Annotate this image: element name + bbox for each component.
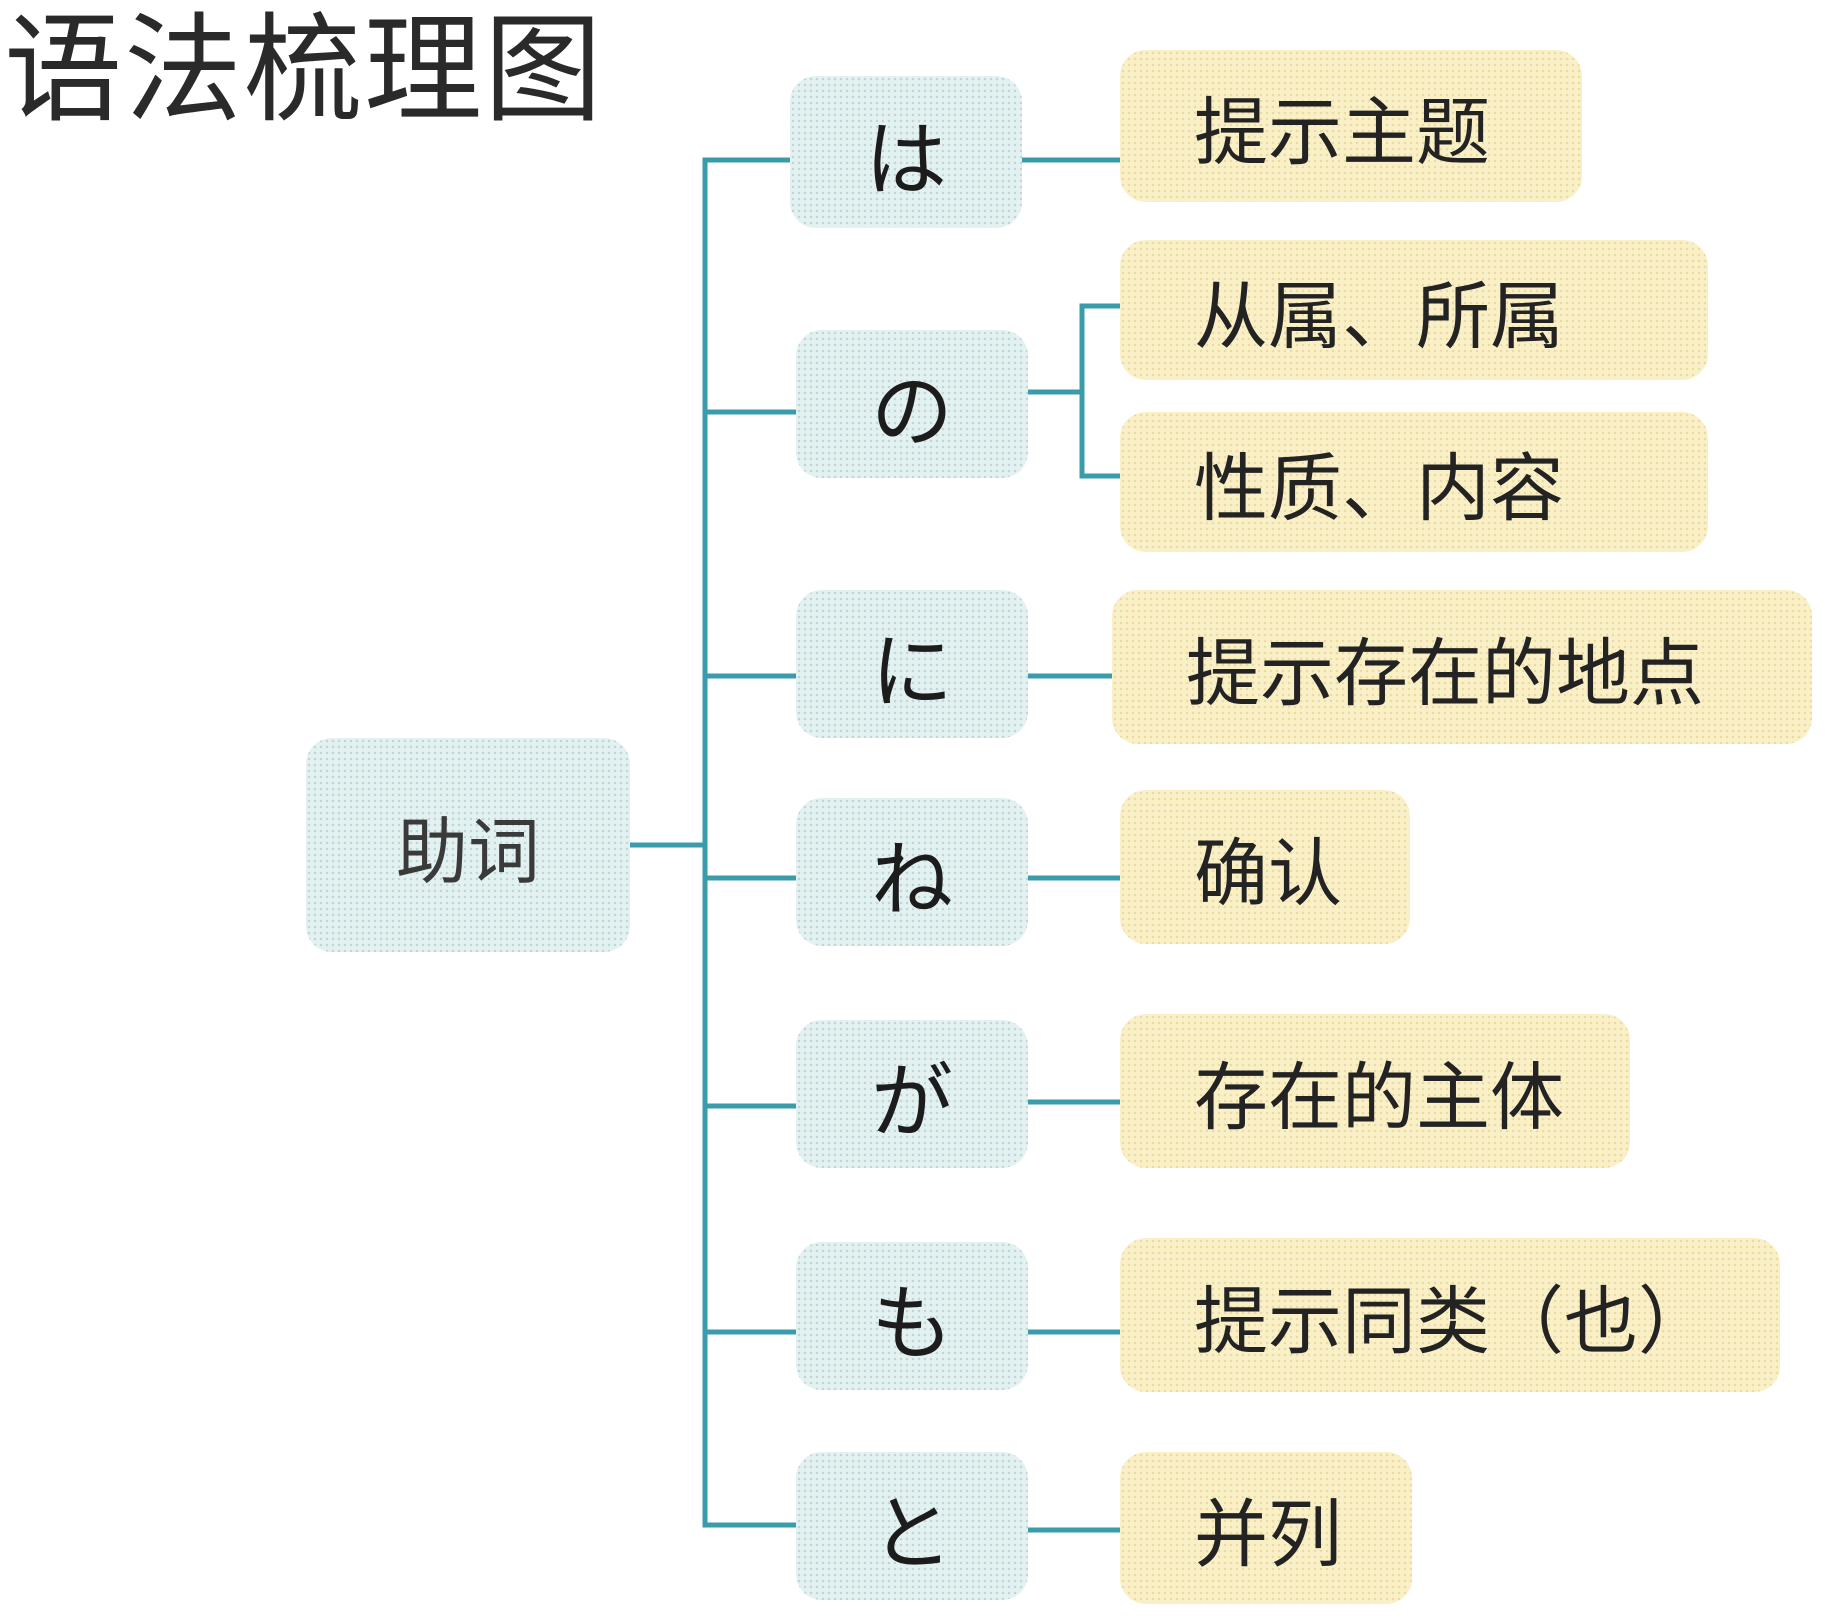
meaning-node-no-possession: 从属、所属 [1120,240,1708,380]
particle-label: の [870,364,953,460]
particle-node-ni: に [796,590,1028,738]
meaning-label: 从属、所属 [1194,273,1564,360]
meaning-label: 提示主题 [1194,89,1490,176]
particle-node-to: と [796,1452,1028,1600]
meaning-node-to: 并列 [1120,1452,1412,1604]
particle-label: と [870,1486,953,1582]
particle-node-ne: ね [796,798,1028,946]
root-node: 助词 [306,738,630,952]
meaning-node-no-property: 性质、内容 [1120,412,1708,552]
meaning-label: 确认 [1194,830,1342,917]
meaning-node-mo: 提示同类（也） [1120,1238,1780,1392]
meaning-label: 性质、内容 [1194,445,1564,532]
particle-label: も [870,1276,953,1372]
meaning-node-ga: 存在的主体 [1120,1014,1630,1168]
meaning-node-ni: 提示存在的地点 [1112,590,1812,744]
meaning-label: 提示同类（也） [1194,1278,1712,1365]
meaning-label: 存在的主体 [1194,1054,1564,1141]
particle-node-ha: は [790,76,1022,228]
root-label: 助词 [395,809,540,894]
meaning-node-ha: 提示主题 [1120,50,1582,202]
particle-node-mo: も [796,1242,1028,1390]
particle-node-ga: が [796,1020,1028,1168]
diagram-title: 语法梳理图 [4,1,605,139]
particle-label: に [870,624,953,720]
particle-node-no: の [796,330,1028,478]
particle-label: が [870,1054,953,1150]
particle-label: ね [870,832,953,928]
meaning-label: 提示存在的地点 [1186,630,1704,717]
meaning-node-ne: 确认 [1120,790,1410,944]
meaning-label: 并列 [1194,1491,1342,1578]
particle-label: は [864,112,947,208]
